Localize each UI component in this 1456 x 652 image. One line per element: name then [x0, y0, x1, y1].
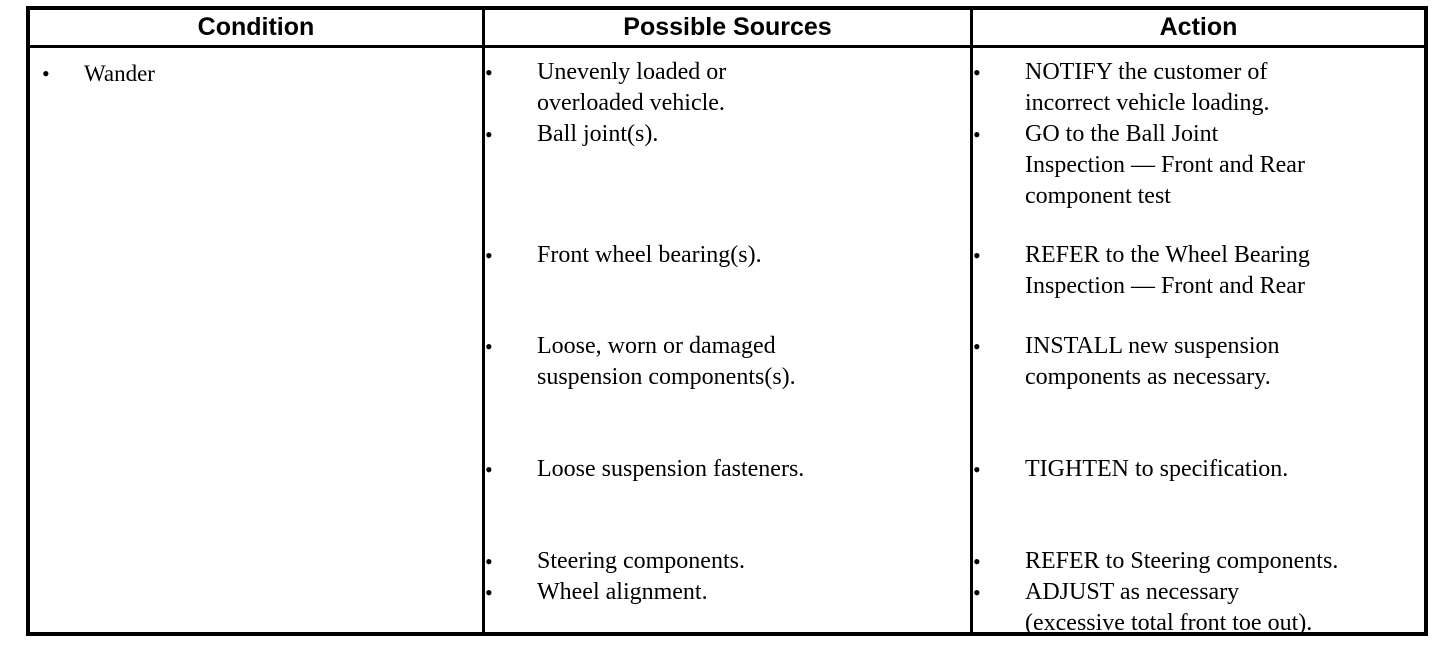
- bullet-icon: •: [973, 60, 981, 85]
- list-item-label: Loose, worn or damaged suspension compon…: [537, 333, 796, 390]
- list-item: • Unevenly loaded or overloaded vehicle.: [485, 57, 970, 119]
- bullet-icon: •: [485, 580, 493, 605]
- list-item-label: INSTALL new suspension components as nec…: [1025, 333, 1280, 390]
- source-group-1: • Unevenly loaded or overloaded vehicle.…: [485, 57, 970, 150]
- list-item-label: Unevenly loaded or overloaded vehicle.: [537, 59, 727, 116]
- list-item: • INSTALL new suspension components as n…: [973, 331, 1424, 393]
- bullet-icon: •: [485, 549, 493, 574]
- list-item-label: TIGHTEN to specification.: [1025, 456, 1289, 482]
- table-inner: Condition Possible Sources Action • Wand…: [30, 10, 1424, 632]
- action-list: • NOTIFY the customer of incorrect vehic…: [973, 48, 1424, 632]
- bullet-icon: •: [973, 549, 981, 574]
- condition-list: • Wander: [30, 48, 482, 89]
- list-item: • Front wheel bearing(s).: [485, 240, 970, 271]
- possible-sources-list: • Unevenly loaded or overloaded vehicle.…: [485, 48, 970, 632]
- list-item: • Loose, worn or damaged suspension comp…: [485, 331, 970, 393]
- bullet-icon: •: [973, 122, 981, 147]
- action-group-5: • REFER to Steering components. • ADJUST…: [973, 546, 1424, 632]
- action-group-2: • REFER to the Wheel Bearing Inspection …: [973, 240, 1424, 302]
- bullet-icon: •: [485, 122, 493, 147]
- action-group-3: • INSTALL new suspension components as n…: [973, 331, 1424, 393]
- action-group-1: • NOTIFY the customer of incorrect vehic…: [973, 57, 1424, 212]
- list-item: • Steering components.: [485, 546, 970, 577]
- list-item-label: Loose suspension fasteners.: [537, 456, 805, 482]
- bullet-icon: •: [485, 457, 493, 482]
- list-item: • Wheel alignment.: [485, 577, 970, 608]
- column-header-condition: Condition: [197, 13, 315, 41]
- list-item: • REFER to the Wheel Bearing Inspection …: [973, 240, 1424, 302]
- list-item: • NOTIFY the customer of incorrect vehic…: [973, 57, 1424, 119]
- bullet-icon: •: [485, 334, 493, 359]
- column-header-action: Action: [970, 10, 1424, 45]
- list-item: • ADJUST as necessary (excessive total f…: [973, 577, 1424, 632]
- list-item: • Ball joint(s).: [485, 119, 970, 150]
- source-group-5: • Steering components. • Wheel alignment…: [485, 546, 970, 608]
- list-item-label: ADJUST as necessary (excessive total fro…: [1025, 579, 1313, 632]
- table-body-row: • Wander • Unevenly loaded or overloaded…: [30, 48, 1424, 632]
- list-item-label: REFER to the Wheel Bearing Inspection — …: [1025, 242, 1310, 299]
- cell-possible-sources: • Unevenly loaded or overloaded vehicle.…: [482, 48, 970, 632]
- list-item-label: Wander: [84, 61, 155, 86]
- list-item-label: REFER to Steering components.: [1025, 548, 1339, 574]
- list-item: • GO to the Ball Joint Inspection — Fron…: [973, 119, 1424, 212]
- action-group-4: • TIGHTEN to specification.: [973, 454, 1424, 485]
- table-header-row: Condition Possible Sources Action: [30, 10, 1424, 48]
- bullet-icon: •: [42, 61, 50, 86]
- bullet-icon: •: [973, 580, 981, 605]
- diagnostic-table: Condition Possible Sources Action • Wand…: [26, 6, 1428, 636]
- list-item-label: Wheel alignment.: [537, 579, 708, 605]
- bullet-icon: •: [485, 60, 493, 85]
- list-item-label: Steering components.: [537, 548, 745, 574]
- list-item: • REFER to Steering components.: [973, 546, 1424, 577]
- source-group-3: • Loose, worn or damaged suspension comp…: [485, 331, 970, 393]
- list-item-label: GO to the Ball Joint Inspection — Front …: [1025, 121, 1305, 209]
- list-item-label: Ball joint(s).: [537, 121, 659, 147]
- list-item: • Loose suspension fasteners.: [485, 454, 970, 485]
- bullet-icon: •: [973, 334, 981, 359]
- bullet-icon: •: [485, 243, 493, 268]
- list-item: • TIGHTEN to specification.: [973, 454, 1424, 485]
- source-group-4: • Loose suspension fasteners.: [485, 454, 970, 485]
- cell-action: • NOTIFY the customer of incorrect vehic…: [970, 48, 1424, 632]
- bullet-icon: •: [973, 243, 981, 268]
- column-header-possible-sources: Possible Sources: [482, 10, 970, 45]
- list-item-label: Front wheel bearing(s).: [537, 242, 762, 268]
- list-item-label: NOTIFY the customer of incorrect vehicle…: [1025, 59, 1270, 116]
- list-item: • Wander: [42, 58, 482, 89]
- source-group-2: • Front wheel bearing(s).: [485, 240, 970, 271]
- cell-condition: • Wander: [30, 48, 482, 632]
- bullet-icon: •: [973, 457, 981, 482]
